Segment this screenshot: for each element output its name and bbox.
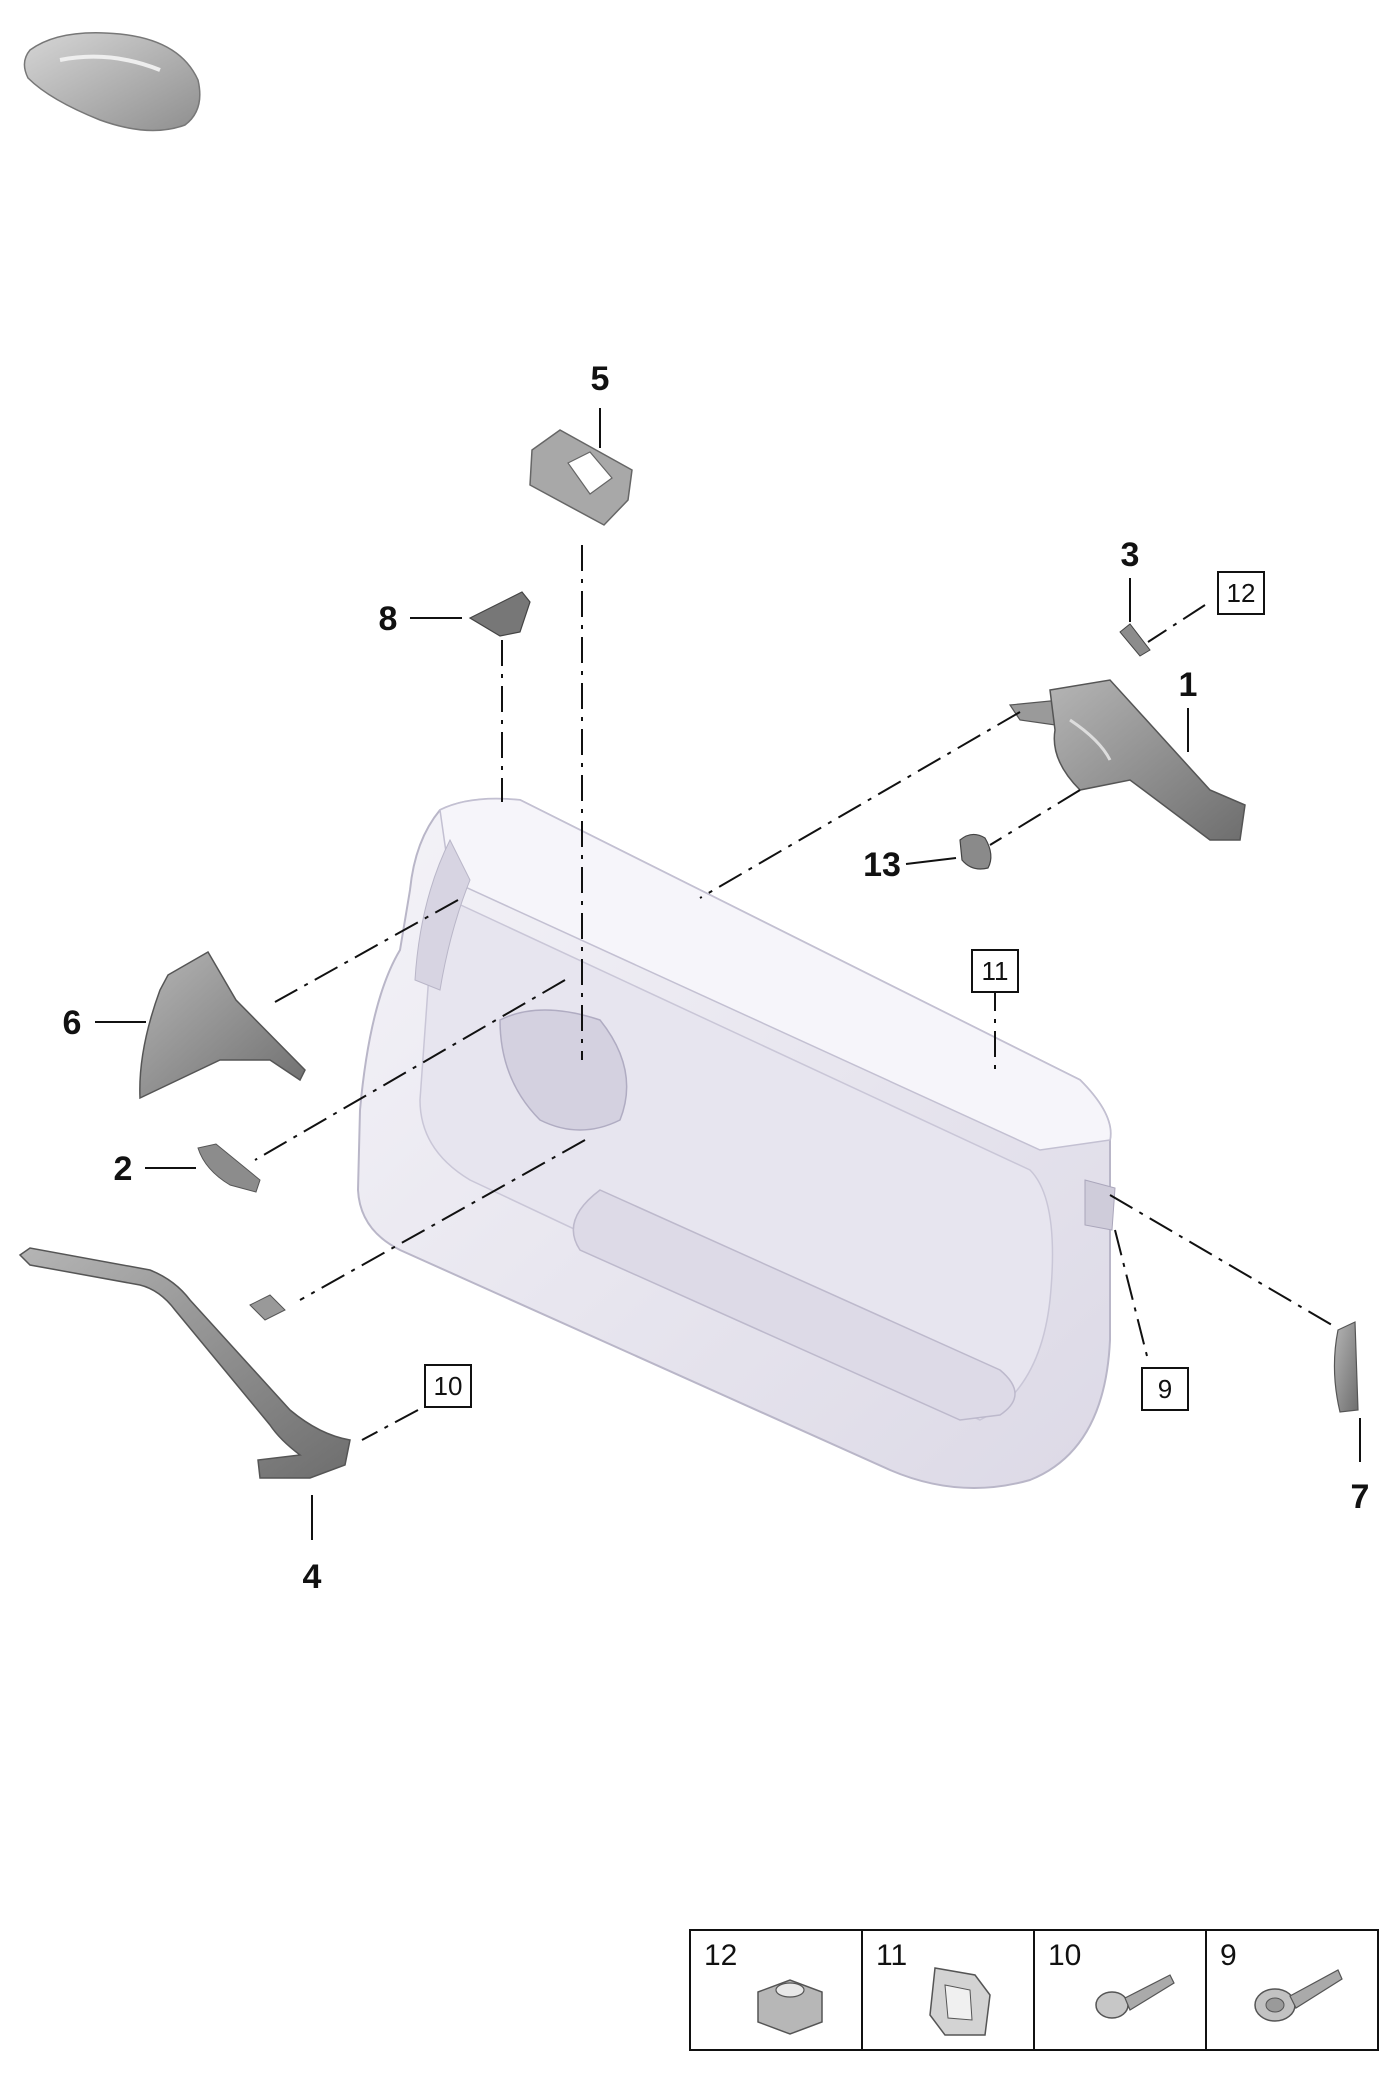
screw-icon [1095,1974,1175,2019]
boxed-ref-9: 9 [1158,1374,1172,1404]
pull-handle-part [18,1247,351,1479]
leader-lines [95,408,1361,1540]
switch-bezel-part [529,429,633,526]
door-trim-panel [356,797,1116,1489]
boxed-ref-10: 10 [434,1371,463,1401]
small-trim-piece-part [197,1143,261,1193]
rear-trim-part [1333,1321,1359,1413]
cap-part [959,833,992,870]
callout-6: 6 [63,1004,82,1042]
legend-num-11: 11 [876,1939,907,1972]
boxed-ref-11: 11 [982,956,1009,986]
callout-4: 4 [303,1558,322,1596]
callout-2: 2 [114,1150,133,1188]
car-thumbnail-icon [23,31,201,132]
callout-7: 7 [1351,1478,1370,1516]
legend-num-9: 9 [1220,1939,1237,1972]
callout-13: 13 [863,846,901,884]
callout-1: 1 [1179,666,1198,704]
handle-bracket-part [1008,679,1246,841]
flange-screw-icon [1254,1969,1343,2022]
fastener-legend: 12 11 10 9 [689,1929,1379,2051]
hex-nut-icon [757,1979,823,2035]
callout-8: 8 [379,600,398,638]
front-triangle-trim-part [139,950,306,1100]
clip-nut-icon [929,1967,991,2036]
pad-part [1119,623,1151,657]
callout-labels: 5 8 3 1 13 6 2 4 7 [63,360,1370,1596]
trim-wedge-part [468,591,531,637]
legend-num-10: 10 [1048,1939,1081,1972]
callout-5: 5 [591,360,610,398]
callout-3: 3 [1121,536,1140,574]
boxed-refs: 12 11 10 9 [424,571,1265,1411]
assembly-lines [254,545,1338,1441]
legend-num-12: 12 [704,1939,737,1972]
boxed-ref-12: 12 [1227,578,1256,608]
